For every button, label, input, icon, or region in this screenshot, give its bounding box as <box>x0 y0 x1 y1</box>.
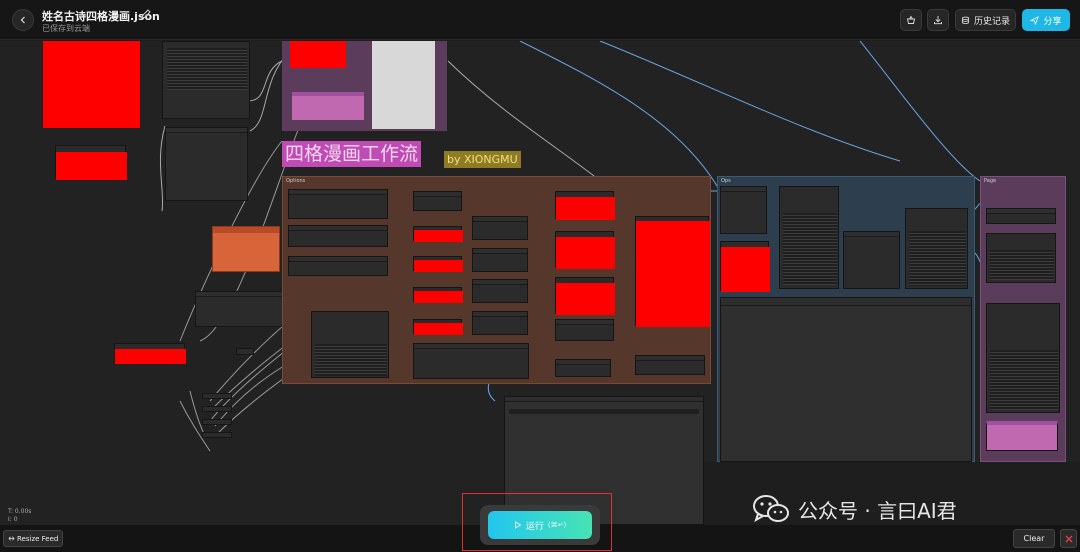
run-shortcut: (⌘↵) <box>547 521 567 529</box>
image-node-small[interactable] <box>114 343 186 364</box>
download-button[interactable] <box>927 9 949 31</box>
history-icon <box>961 16 970 24</box>
page-node[interactable] <box>986 208 1056 224</box>
image-output-node[interactable] <box>555 191 615 220</box>
loader-node[interactable] <box>165 127 248 201</box>
stats-time: T: 0.00s <box>8 508 32 515</box>
sampler-node[interactable] <box>472 248 528 272</box>
reroute-node[interactable] <box>236 348 254 355</box>
sampler-node[interactable] <box>472 311 528 335</box>
reroute-node[interactable] <box>202 419 232 425</box>
prompt-group[interactable] <box>282 41 447 131</box>
share-button[interactable]: 分享 <box>1022 9 1070 31</box>
download-icon <box>934 16 942 25</box>
prompt-node[interactable] <box>288 225 388 247</box>
prompt-node[interactable] <box>288 256 388 276</box>
watermark-text: 公众号 · 言曰AI君 <box>798 498 957 523</box>
workflow-file-title: 姓名古诗四格漫画.json <box>42 10 160 23</box>
text-list-node[interactable] <box>311 311 389 378</box>
canvas-shadow <box>704 462 1080 525</box>
compose-node[interactable] <box>843 231 900 289</box>
image-output-node[interactable] <box>555 231 615 269</box>
render-stats: T: 0.00s I: 0 <box>8 508 31 524</box>
node-canvas[interactable]: 四格漫画工作流 by XIONGMU Options <box>0 41 1080 525</box>
edit-icon[interactable] <box>140 8 152 20</box>
preview-node[interactable] <box>720 297 972 462</box>
reroute-node[interactable] <box>202 432 232 438</box>
run-highlight-frame <box>462 493 612 551</box>
image-output-node[interactable] <box>555 277 615 315</box>
back-icon <box>20 16 25 24</box>
resize-icon <box>8 536 15 541</box>
caption-node[interactable] <box>905 208 968 289</box>
resize-feed-label: Resize Feed <box>17 534 59 543</box>
settings-node[interactable] <box>195 291 298 327</box>
image-node-small[interactable] <box>413 287 463 303</box>
run-label: 运行 <box>525 521 544 532</box>
prompt-node[interactable] <box>288 189 388 219</box>
group-title: Ops <box>721 178 731 184</box>
group-title: Page <box>984 178 997 184</box>
output-node[interactable] <box>635 355 705 375</box>
close-button[interactable] <box>1060 529 1077 548</box>
sampler-node[interactable] <box>472 279 528 303</box>
image-node-small[interactable] <box>413 256 463 272</box>
result-node[interactable] <box>504 396 704 525</box>
reroute-node[interactable] <box>202 406 232 412</box>
page-text-node[interactable] <box>986 303 1060 413</box>
page-note-node[interactable] <box>986 421 1058 451</box>
image-preview-node[interactable] <box>43 41 140 128</box>
history-button[interactable]: 历史记录 <box>955 9 1016 31</box>
basket-button[interactable] <box>900 9 922 31</box>
basket-icon <box>906 15 916 24</box>
group-title: Options <box>286 178 306 184</box>
image-grid-node[interactable] <box>635 216 710 327</box>
merge-node[interactable] <box>555 319 614 341</box>
send-icon <box>1030 15 1040 25</box>
workflow-title-label: 四格漫画工作流 <box>282 141 422 167</box>
play-icon <box>514 521 522 529</box>
top-bar: 姓名古诗四格漫画.json 已保存到云端 历史记录 分享 <box>0 0 1080 40</box>
reroute-node[interactable] <box>202 393 232 399</box>
save-node[interactable] <box>555 359 611 377</box>
share-label: 分享 <box>1043 16 1062 27</box>
image-node-small[interactable] <box>413 226 463 242</box>
page-text-node[interactable] <box>986 233 1056 283</box>
back-button[interactable] <box>12 9 34 31</box>
close-icon <box>1065 535 1072 542</box>
switch-node[interactable] <box>413 191 462 211</box>
text-node[interactable] <box>162 41 250 119</box>
run-button[interactable]: 运行 (⌘↵) <box>488 511 592 539</box>
image-node[interactable] <box>55 145 127 180</box>
stats-count: I: 0 <box>8 516 18 523</box>
save-status: 已保存到云端 <box>42 24 90 33</box>
watermark: 公众号 · 言曰AI君 <box>752 494 957 524</box>
orange-note-node[interactable] <box>212 226 280 272</box>
image-node-small[interactable] <box>413 319 463 335</box>
workflow-author-label: by XIONGMU <box>444 151 521 168</box>
text-node[interactable] <box>779 186 839 289</box>
combine-node[interactable] <box>413 343 529 379</box>
image-node[interactable] <box>720 241 770 292</box>
config-node[interactable] <box>720 186 767 234</box>
resize-feed-button[interactable]: Resize Feed <box>3 530 64 547</box>
history-label: 历史记录 <box>973 16 1010 27</box>
sampler-node[interactable] <box>472 216 528 240</box>
wechat-icon <box>753 495 789 523</box>
clear-button[interactable]: Clear <box>1013 529 1055 548</box>
